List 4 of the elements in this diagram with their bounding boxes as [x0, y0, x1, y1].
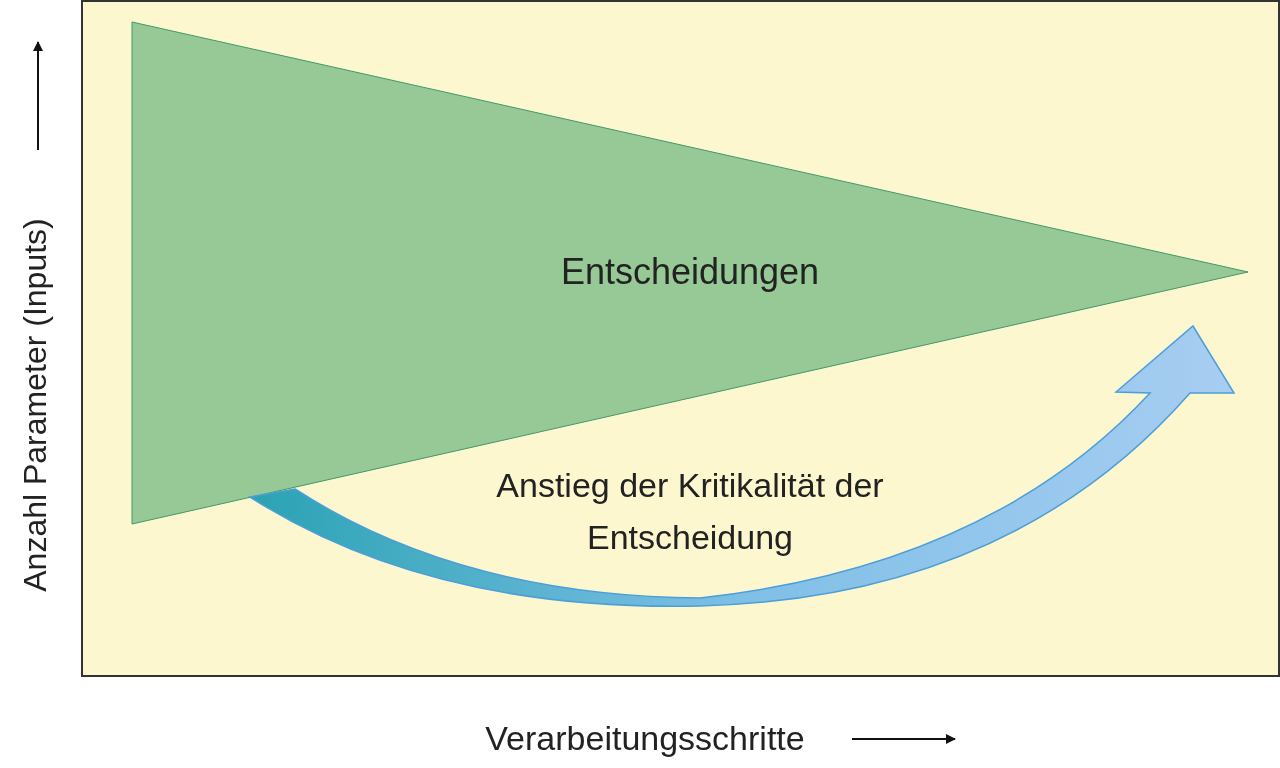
annotation-text: Anstieg der Kritikalität der Entscheidung	[495, 464, 885, 558]
axis-label: Verarbeitungsschritte	[485, 718, 805, 758]
node-label: Entscheidungen	[560, 251, 820, 293]
axis-label: Anzahl Parameter (Inputs)	[16, 218, 54, 592]
